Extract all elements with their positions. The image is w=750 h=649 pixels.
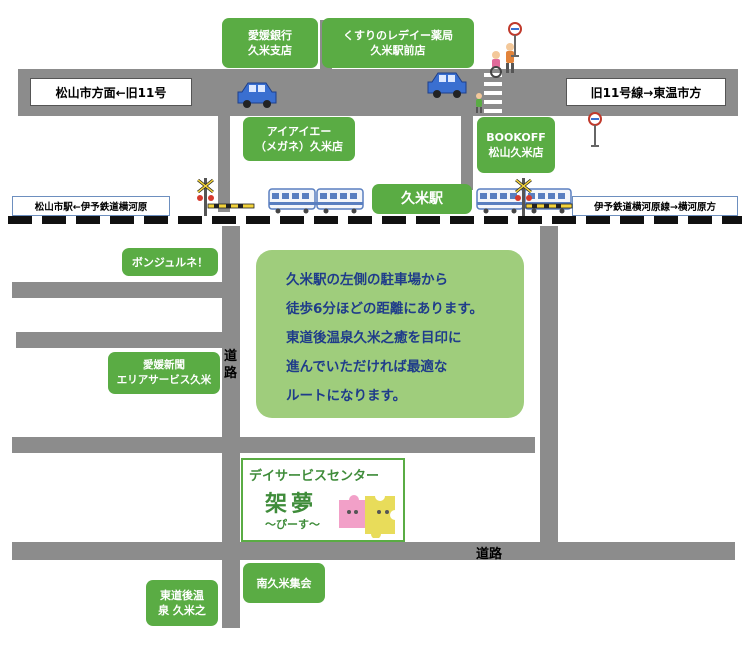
landmark-station-label: 久米駅 [401,190,443,207]
landmark-dogo-onsen-line1: 東道後温 [160,589,204,602]
landmark-bookoff-line2: 松山久米店 [488,146,544,159]
road-label-horizontal: 道路 [476,547,503,562]
train-icon [268,188,364,214]
railroad-crossing-icon [515,178,573,216]
callout-line-5: ルートになります。 [286,388,407,404]
day-service-center: デイサービスセンター 架夢 ～ぴーす～ [241,458,405,542]
directions-callout: 久米駅の左側の駐車場から 徒歩6分ほどの距離にあります。 東道後温泉久米之癒を目… [256,250,524,418]
pedestrian-icon [506,43,514,73]
landmark-bonjour-label: ボンジュルネ！ [131,255,209,269]
landmark-aiai-line1: アイアイエー [266,125,332,138]
road-label-char-1: 道 [224,349,238,364]
callout-line-3: 東道後温泉久米之癒を目印に [286,330,462,346]
rail-sign-east: 伊予鉄道横河原線→横河原方 [572,196,738,216]
day-center-type: デイサービスセンター [249,469,380,484]
road-bookoff-connector [461,112,473,190]
callout-line-1: 久米駅の左側の駐車場から [286,272,448,288]
callout-line-4: 進んでいただければ最適な [286,359,448,375]
landmark-drugstore-line2: 久米駅前店 [370,44,426,57]
wheelchair-user-icon [490,51,502,78]
road-side-4 [240,437,535,453]
road-side-1 [12,282,222,298]
landmark-newspaper-line2: エリアサービス久米 [116,374,212,386]
landmark-newspaper: 愛媛新聞 エリアサービス久米 [108,352,220,394]
road-side-3 [12,437,222,453]
landmark-drugstore-line1: くすりのレデイー薬局 [343,29,453,42]
landmark-ehime-bank-line2: 久米支店 [248,44,292,57]
landmark-minami-hall: 南久米集会 [243,563,325,603]
crosswalk-icon [482,70,504,116]
car-icon [237,82,277,108]
landmark-bookoff: BOOKOFF 松山久米店 [477,117,555,173]
landmark-dogo-onsen: 東道後温 泉 久米之 [146,580,218,626]
landmark-aiai: アイアイエー （メガネ）久米店 [243,117,355,161]
bus-stop-icon [508,22,522,57]
railroad-crossing-icon [197,178,255,216]
child-pedestrian-icon [476,93,482,113]
landmark-ehime-bank: 愛媛銀行 久米支店 [222,18,318,68]
car-icon [427,72,467,98]
puzzle-icon [339,495,395,538]
landmark-ehime-bank-line1: 愛媛銀行 [248,29,292,42]
road-side-2 [16,332,222,348]
bus-stop-icon [588,112,602,147]
landmark-newspaper-line1: 愛媛新聞 [143,359,185,371]
landmark-bookoff-line1: BOOKOFF [486,131,546,144]
road-label-vertical: 道 路 [224,348,237,382]
day-center-reading: ～ぴーす～ [265,518,320,531]
railway-track [8,216,742,224]
road-main-vertical [222,226,240,628]
road-aiai-connector [218,112,230,212]
landmark-dogo-onsen-line2: 泉 久米之 [158,604,206,617]
landmark-aiai-line2: （メガネ）久米店 [255,140,343,153]
callout-line-2: 徒歩6分ほどの距離にあります。 [286,301,484,317]
road-bottom-horizontal [12,542,735,560]
road-east-vertical [540,226,558,548]
landmark-minami-hall-label: 南久米集会 [256,576,312,590]
road-sign-west: 松山市方面←旧11号 [30,78,192,106]
rail-sign-west: 松山市駅←伊予鉄道横河原 [12,196,170,216]
day-center-name: 架夢 [265,492,318,517]
landmark-station: 久米駅 [372,184,472,214]
landmark-bonjour: ボンジュルネ！ [122,248,218,276]
landmark-drugstore: くすりのレデイー薬局 久米駅前店 [322,18,474,68]
road-label-char-2: 路 [224,366,238,381]
road-sign-east: 旧11号線→東温市方 [566,78,726,106]
